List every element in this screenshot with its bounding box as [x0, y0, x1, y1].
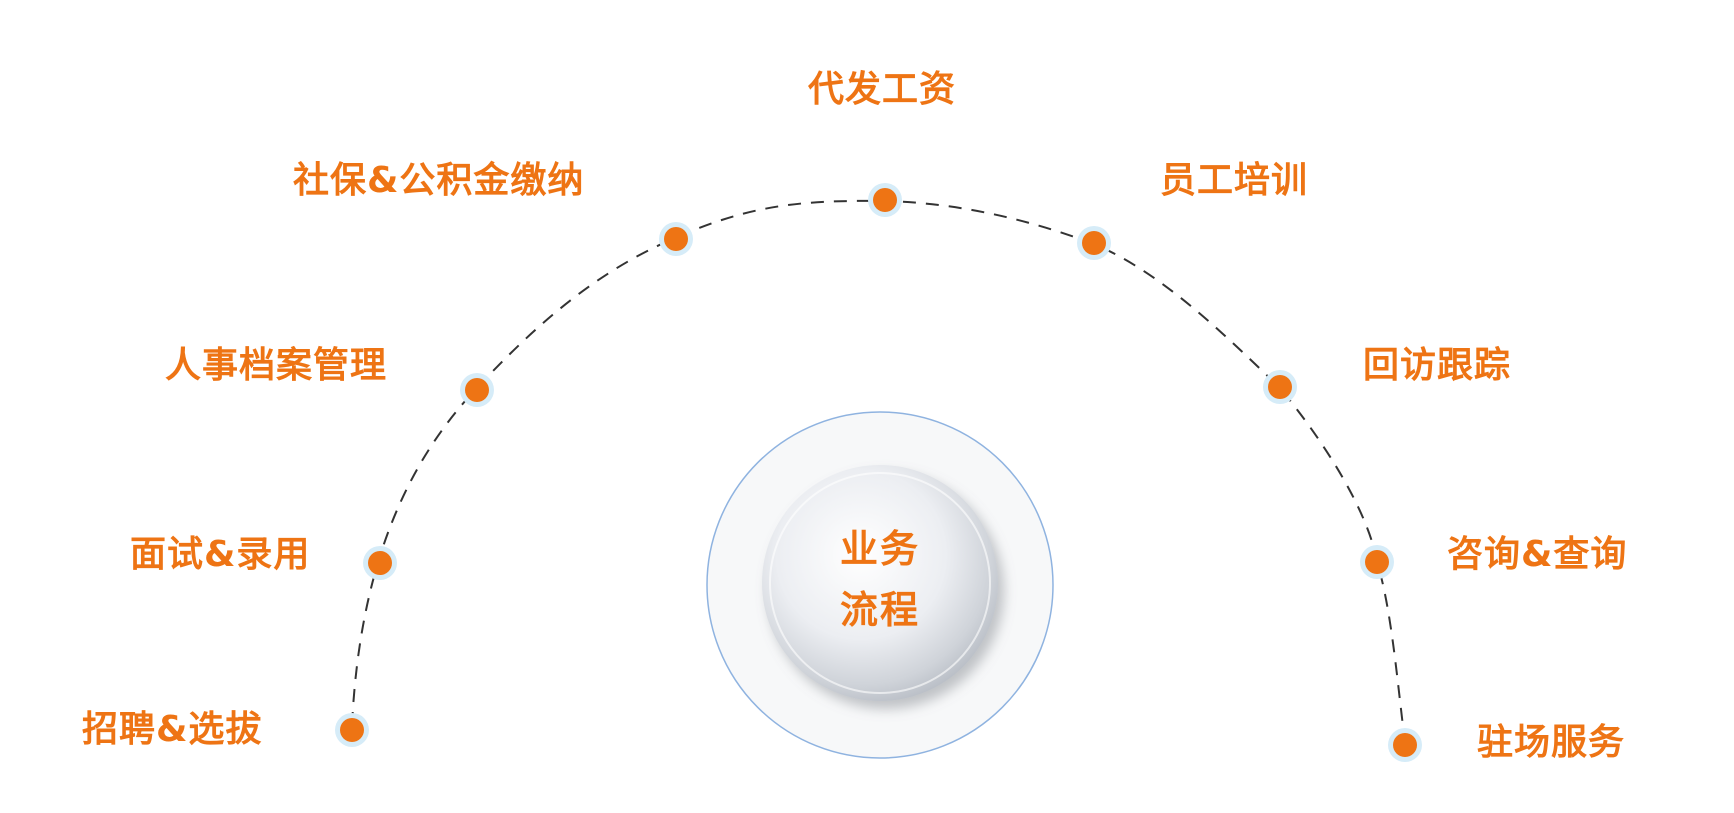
center-title-line2: 流程 — [839, 588, 920, 632]
center-node — [706, 411, 1054, 759]
step-label-onsite-service: 驻场服务 — [1477, 722, 1626, 763]
step-label-social-insurance: 社保&公积金缴纳 — [293, 160, 585, 201]
step-node-dot — [1082, 231, 1106, 255]
step-label-consulting: 咨询&查询 — [1447, 534, 1628, 575]
step-label-personnel-files: 人事档案管理 — [165, 345, 388, 386]
dashed-arc-path — [351, 199, 1406, 743]
step-node-2 — [363, 546, 397, 580]
step-node-7 — [1263, 370, 1297, 404]
step-node-6 — [1077, 226, 1111, 260]
step-label-payroll: 代发工资 — [808, 69, 957, 110]
step-node-4 — [659, 222, 693, 256]
step-node-9 — [1388, 728, 1422, 762]
step-label-training: 员工培训 — [1160, 160, 1309, 201]
step-node-dot — [465, 378, 489, 402]
center-ball-rim — [769, 472, 991, 694]
step-node-8 — [1360, 545, 1394, 579]
step-node-dot — [664, 227, 688, 251]
step-node-dot — [340, 718, 364, 742]
step-label-interview: 面试&录用 — [130, 534, 311, 575]
step-node-dot — [1365, 550, 1389, 574]
step-node-1 — [335, 713, 369, 747]
step-node-dot — [1393, 733, 1417, 757]
step-node-dot — [1268, 375, 1292, 399]
center-title-line1: 业务 — [839, 527, 920, 571]
step-node-dot — [873, 188, 897, 212]
step-label-recruitment: 招聘&选拔 — [82, 709, 263, 750]
step-node-dot — [368, 551, 392, 575]
step-label-follow-up: 回访跟踪 — [1363, 345, 1512, 386]
center-ball — [762, 465, 998, 701]
step-node-3 — [460, 373, 494, 407]
step-node-5 — [868, 183, 902, 217]
